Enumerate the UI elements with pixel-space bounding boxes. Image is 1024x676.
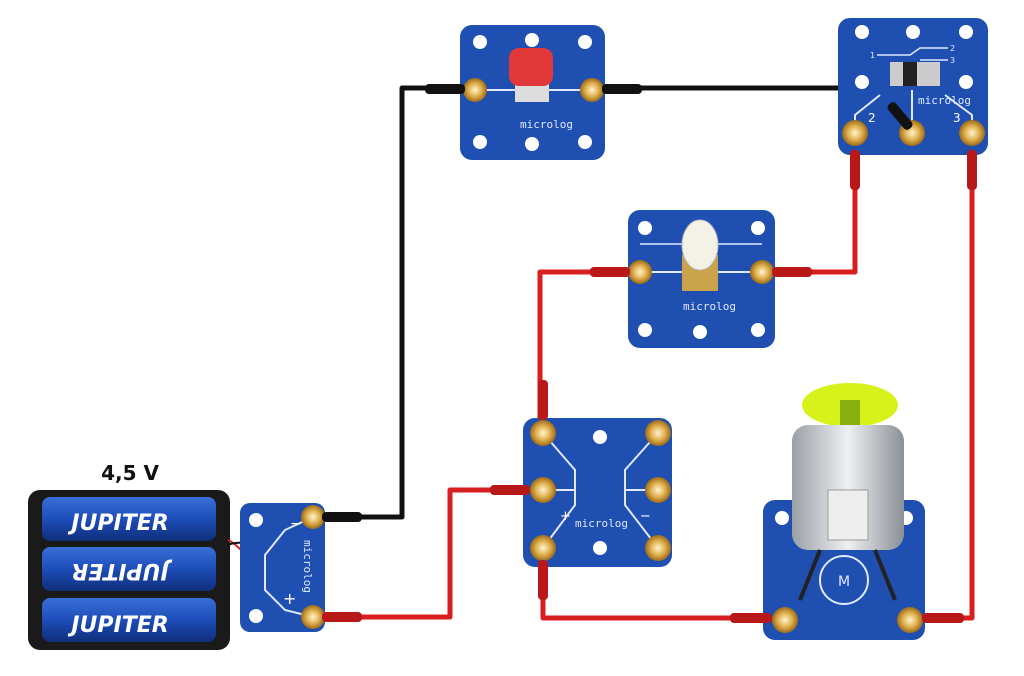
battery-board: − + microlog xyxy=(240,503,325,632)
switch-label-2-top: 2 xyxy=(950,44,955,53)
motor-symbol: M xyxy=(838,574,850,590)
button-board-brand: microlog xyxy=(520,118,573,131)
switch-label-1: 1 xyxy=(870,51,875,60)
node-minus: − xyxy=(640,509,651,524)
terminal[interactable] xyxy=(897,607,923,633)
battery-brand-3: JUPITER xyxy=(67,613,168,638)
push-button-board: microlog xyxy=(460,25,605,160)
terminal[interactable] xyxy=(301,605,325,629)
push-button[interactable] xyxy=(509,48,553,86)
wire-red-battery-node xyxy=(313,487,543,620)
battery-minus: − xyxy=(290,516,302,532)
node-board: + − microlog xyxy=(523,418,672,567)
terminal[interactable] xyxy=(530,535,556,561)
plug-black xyxy=(425,84,465,94)
plug-red xyxy=(490,485,530,495)
terminal[interactable] xyxy=(772,607,798,633)
battery-pack: 4,5 V JUPITER JUPITER JUPITER xyxy=(28,461,230,650)
terminal[interactable] xyxy=(530,420,556,446)
bulb-board-brand: microlog xyxy=(683,300,736,313)
battery-plus: + xyxy=(283,589,296,608)
terminal[interactable] xyxy=(580,78,604,102)
terminal[interactable] xyxy=(750,260,774,284)
plug-black xyxy=(602,84,642,94)
battery-board-brand: microlog xyxy=(301,540,314,593)
slide-switch[interactable] xyxy=(903,62,917,86)
battery-brand-1: JUPITER xyxy=(67,511,168,536)
wire-red-bulb-switch xyxy=(762,133,858,275)
terminal[interactable] xyxy=(959,120,985,146)
plug-black xyxy=(887,102,913,130)
plugs xyxy=(322,84,977,623)
plug-red xyxy=(922,613,964,623)
terminal[interactable] xyxy=(645,477,671,503)
node-board-brand: microlog xyxy=(575,517,628,530)
switch-board: 1 2 3 microlog 2 3 xyxy=(838,18,988,155)
plug-red xyxy=(322,612,362,622)
plug-black xyxy=(322,512,362,522)
voltage-label: 4,5 V xyxy=(101,461,159,485)
terminal[interactable] xyxy=(645,535,671,561)
switch-label-3-top: 3 xyxy=(950,56,955,65)
switch-label-2: 2 xyxy=(868,111,876,125)
bulb-board: microlog xyxy=(628,210,775,348)
plug-red xyxy=(730,613,772,623)
plug-red xyxy=(590,267,630,277)
motor-board: M xyxy=(763,383,925,640)
plug-red xyxy=(538,380,548,420)
battery-brand-2: JUPITER xyxy=(71,558,172,583)
plug-red xyxy=(772,267,812,277)
terminal[interactable] xyxy=(842,120,868,146)
node-plus: + xyxy=(560,509,571,524)
terminal[interactable] xyxy=(645,420,671,446)
terminal[interactable] xyxy=(463,78,487,102)
plug-red xyxy=(967,150,977,190)
wire-red-bulb-node xyxy=(537,269,640,433)
switch-board-brand: microlog xyxy=(918,94,971,107)
terminal[interactable] xyxy=(530,477,556,503)
motor xyxy=(792,425,904,550)
light-bulb xyxy=(681,219,719,271)
terminal[interactable] xyxy=(628,260,652,284)
plug-red xyxy=(538,560,548,600)
plug-red xyxy=(850,150,860,190)
wire-black-battery-button xyxy=(313,85,475,520)
terminal[interactable] xyxy=(301,505,325,529)
switch-label-3: 3 xyxy=(953,111,961,125)
